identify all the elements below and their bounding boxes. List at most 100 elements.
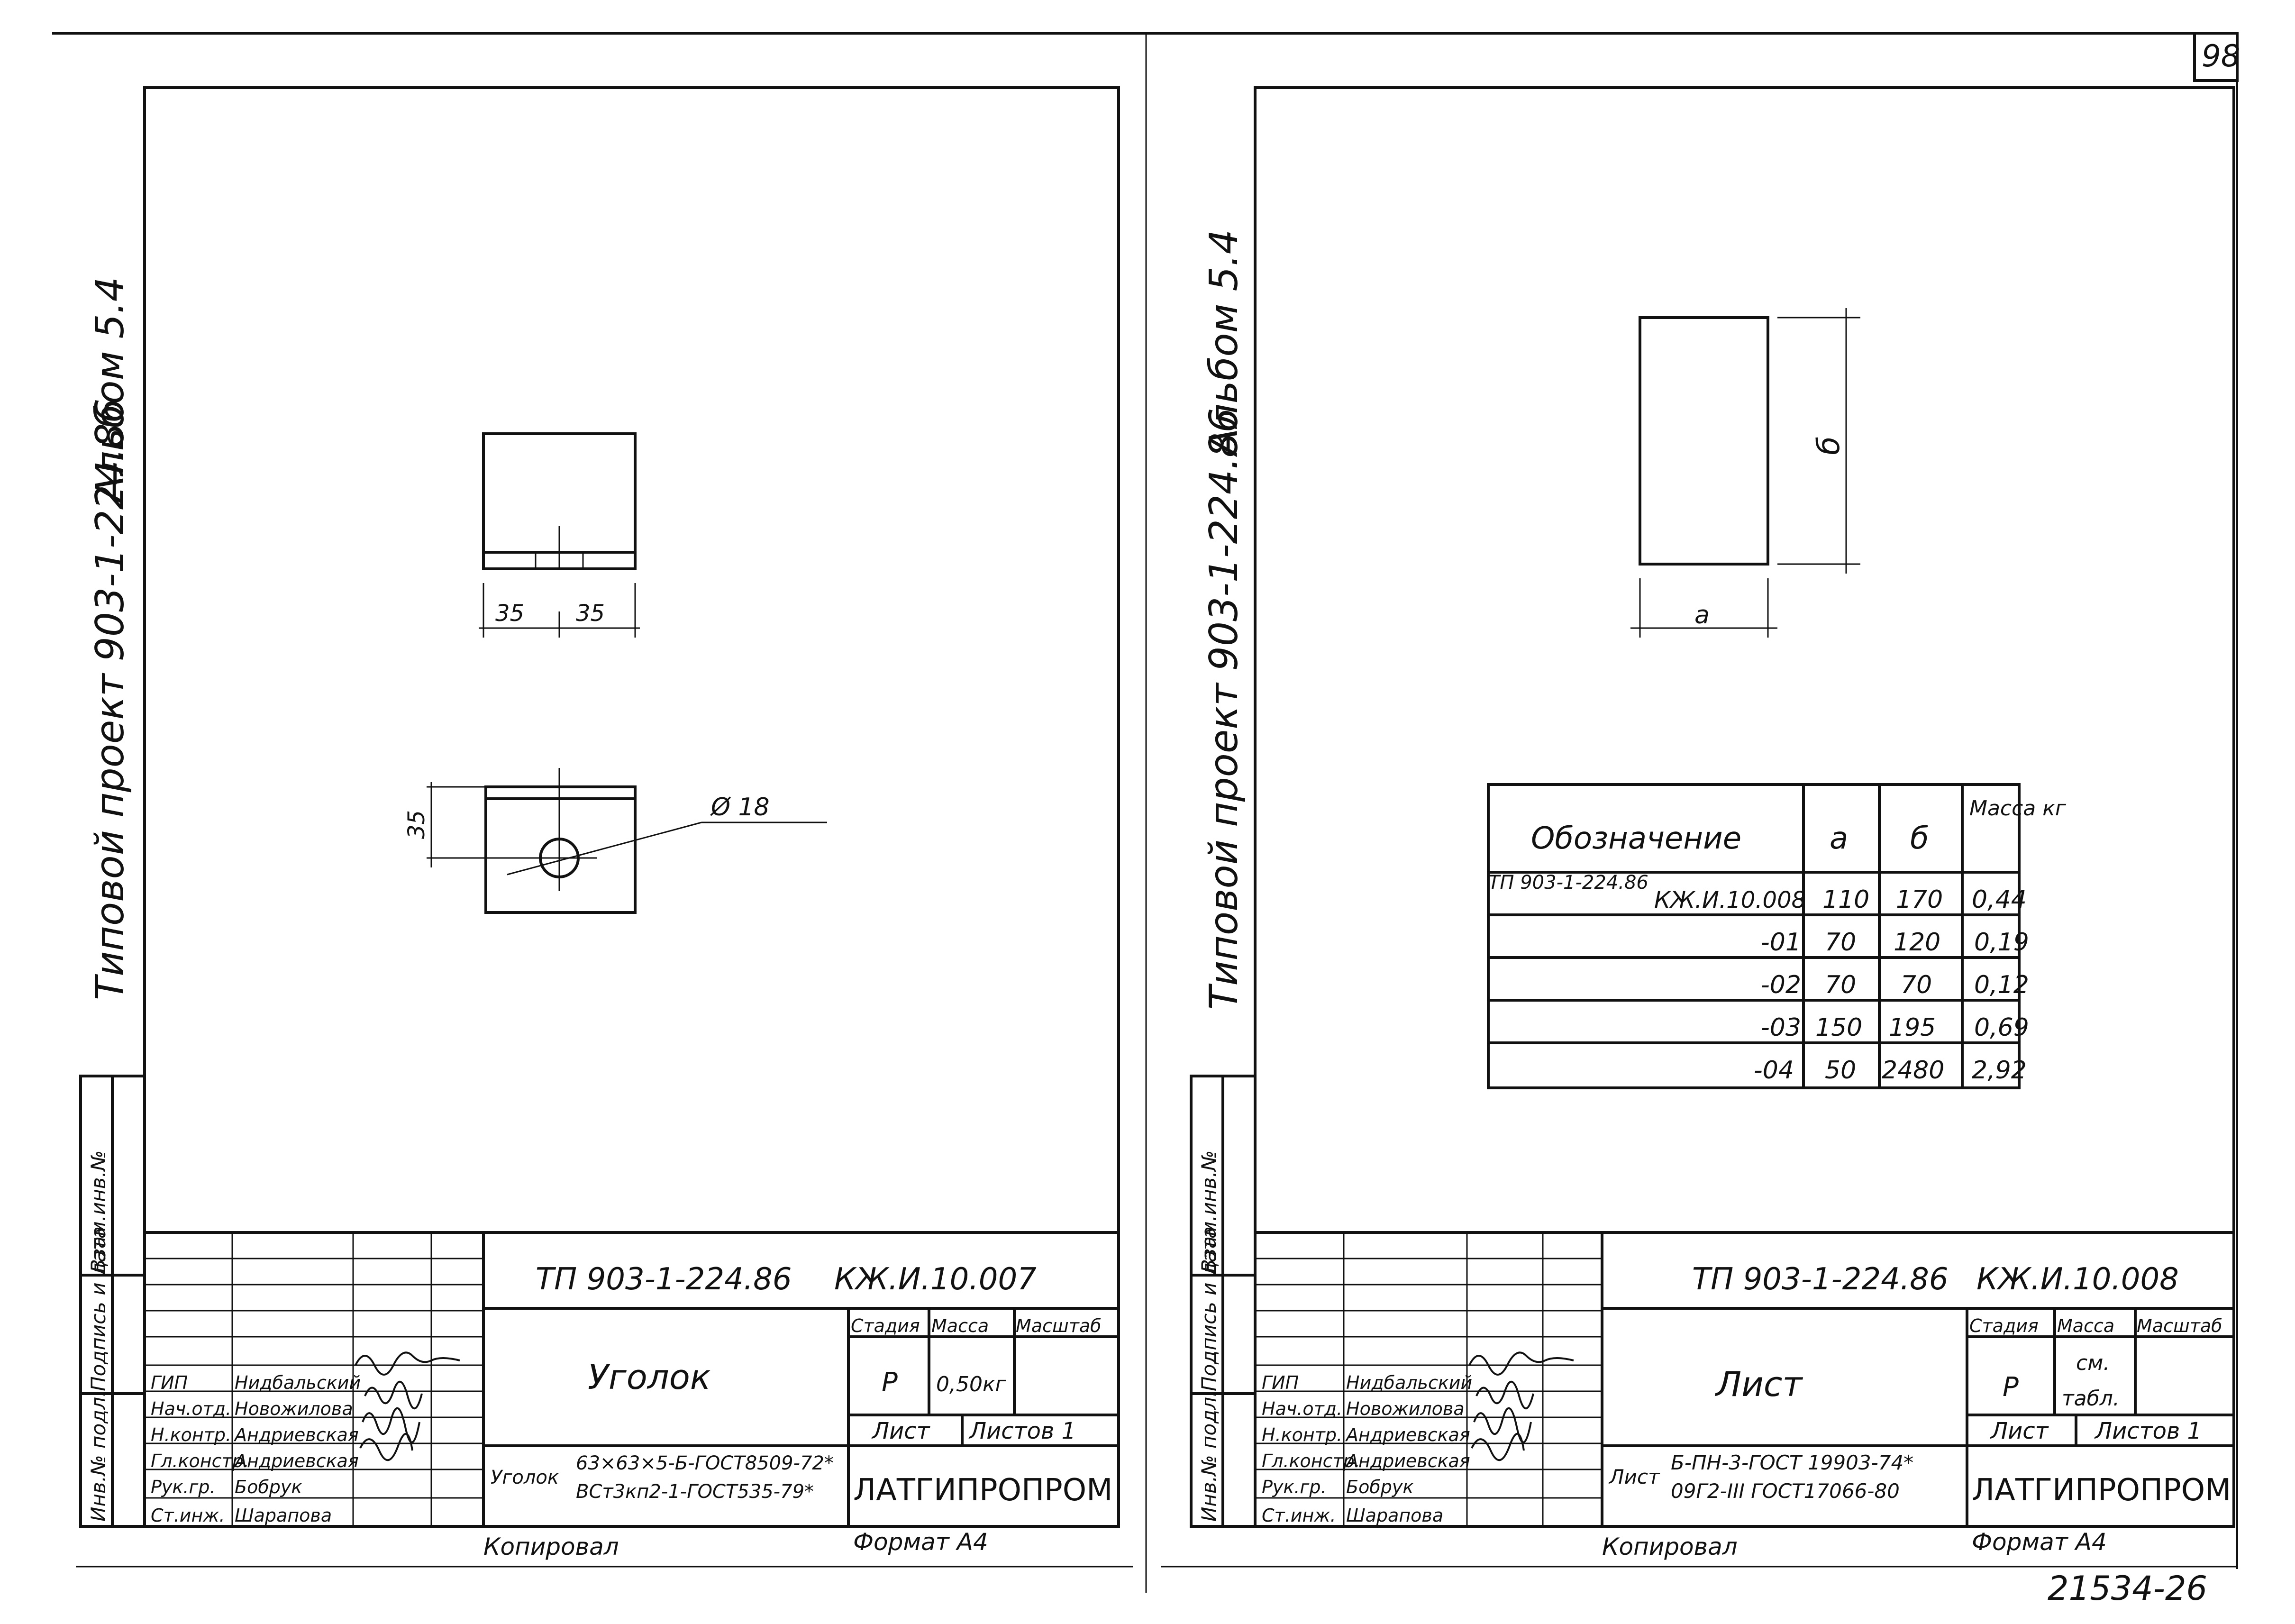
right-side-album: Альбом 5.4 (1202, 229, 1247, 457)
table-cell: 70 (1825, 971, 1856, 999)
mass-table (1487, 783, 2021, 1089)
right-mass-header: Масса (2057, 1315, 2114, 1336)
left-title: Уголок (588, 1357, 710, 1397)
right-material-top: Б-ПН-3-ГОСТ 19903-74* (1671, 1451, 1913, 1474)
left-name-5: Шарапова (235, 1505, 332, 1526)
right-role-5: Ст.инж. (1262, 1505, 1336, 1526)
right-role-0: ГИП (1262, 1372, 1299, 1393)
right-sheets-header: Листов 1 (2094, 1418, 2202, 1444)
left-doc-code: ТП 903-1-224.86 (536, 1262, 792, 1297)
table-header-mass: Масса кг (1969, 796, 2067, 821)
left-frame (143, 86, 1120, 1528)
right-mark: КЖ.И.10.008 (1976, 1262, 2179, 1297)
table-cell: 120 (1894, 928, 1940, 957)
right-scale-header: Масштаб (2137, 1315, 2222, 1336)
right-name-5: Шарапова (1346, 1505, 1443, 1526)
right-name-4: Бобрук (1346, 1477, 1413, 1497)
right-material-bottom: 09Г2-III ГОСТ17066-80 (1671, 1479, 1900, 1503)
left-mass: 0,50кг (936, 1372, 1007, 1396)
left-sheets-header: Листов 1 (968, 1418, 1076, 1444)
right-format: Формат А4 (1972, 1528, 2107, 1556)
signatures (355, 1351, 1574, 1461)
left-role-2: Н.контр. (151, 1424, 231, 1445)
left-role-1: Нач.отд. (151, 1398, 231, 1419)
right-side-label-2: Подпись и дата (1197, 1226, 1220, 1391)
archive-number: 21534-26 (2048, 1569, 2207, 1608)
left-role-5: Ст.инж. (151, 1505, 225, 1526)
table-cell: КЖ.И.10.008 (1654, 887, 1806, 913)
right-frame (1254, 86, 2235, 1528)
left-scale-header: Масштаб (1016, 1315, 1102, 1336)
right-side-label-1: Инв.№ подл. (1197, 1391, 1220, 1522)
table-header-a: а (1830, 821, 1848, 856)
right-mass-2: табл. (2062, 1387, 2120, 1411)
left-sheet-header: Лист (871, 1418, 931, 1444)
table-cell: 0,44 (1972, 885, 2027, 914)
left-name-1: Новожилова (235, 1398, 353, 1419)
table-rows: КЖ.И.10.008 110 170 0,44 -01 70 120 0,19… (1654, 885, 2029, 1085)
left-copied: Копировал (483, 1533, 619, 1560)
left-side-album: Альбом 5.4 (88, 277, 133, 505)
right-copied: Копировал (1602, 1533, 1738, 1560)
right-role-1: Нач.отд. (1262, 1398, 1342, 1419)
right-side-project: Типовой проект 903-1-224.86 (1202, 408, 1247, 1010)
table-cell: 2,92 (1972, 1056, 2027, 1085)
left-dim-vertical: 35 (403, 810, 430, 839)
left-hole-label: Ø 18 (710, 793, 770, 821)
table-cell: 70 (1825, 928, 1856, 957)
table-cell: 150 (1815, 1013, 1862, 1042)
table-cell: 170 (1896, 885, 1943, 914)
left-role-4: Рук.гр. (151, 1477, 216, 1497)
left-stage-header: Стадия (851, 1315, 920, 1336)
table-header-b: б (1910, 821, 1929, 856)
plate-view (1639, 316, 1769, 566)
right-title: Лист (1714, 1364, 1803, 1404)
table-cell: 70 (1901, 971, 1932, 999)
right-name-2: Андриевская (1345, 1424, 1470, 1445)
right-sheet-header: Лист (1990, 1418, 2049, 1444)
right-dim-b: б (1812, 437, 1847, 455)
table-prefix: ТП 903-1-224.86 (1488, 872, 1648, 894)
left-role-3: Гл.констр. (151, 1451, 249, 1471)
table-cell: 50 (1825, 1056, 1856, 1085)
table-cell: 2480 (1882, 1056, 1944, 1085)
table-cell: -04 (1754, 1056, 1794, 1085)
right-name-0: Нидбальский (1346, 1372, 1472, 1393)
left-dim-left: 35 (495, 600, 524, 627)
right-doc-code: ТП 903-1-224.86 (1692, 1262, 1949, 1297)
angle-front-view (484, 785, 637, 914)
left-side-project: Типовой проект 903-1-224.86 (88, 399, 133, 1000)
left-mark: КЖ.И.10.007 (834, 1262, 1037, 1297)
right-stage-header: Стадия (1969, 1315, 2039, 1336)
right-mass-1: см. (2076, 1351, 2110, 1375)
right-name-3: Андриевская (1345, 1451, 1470, 1471)
left-material-prefix: Уголок (491, 1467, 559, 1488)
right-stage: Р (2003, 1372, 2019, 1403)
right-name-1: Новожилова (1346, 1398, 1465, 1419)
left-side-label-1: Инв.№ подл. (87, 1391, 110, 1522)
right-role-3: Гл.констр. (1262, 1451, 1360, 1471)
left-name-0: Нидбальский (235, 1372, 361, 1393)
table-cell: -01 (1761, 928, 1801, 957)
left-side-label-2: Подпись и дата (87, 1226, 110, 1391)
table-cell: 0,12 (1974, 971, 2029, 999)
right-org: ЛАТГИПРОПРОМ (1972, 1473, 2231, 1508)
table-cell: -02 (1761, 971, 1801, 999)
right-side-label-3: Взам.инв.№ (1197, 1150, 1220, 1273)
left-material-top: 63×63×5-Б-ГОСТ8509-72* (576, 1452, 834, 1474)
left-side-label-3: Взам.инв.№ (87, 1150, 110, 1273)
left-role-0: ГИП (151, 1372, 188, 1393)
left-org: ЛАТГИПРОПРОМ (853, 1473, 1112, 1508)
left-format: Формат А4 (853, 1528, 988, 1556)
table-header-designation: Обозначение (1531, 821, 1741, 856)
left-material-bottom: ВСт3кп2-1-ГОСТ535-79* (576, 1481, 814, 1503)
left-name-3: Андриевская (233, 1451, 359, 1471)
table-cell: 0,19 (1974, 928, 2029, 957)
left-dim-right: 35 (576, 600, 605, 627)
right-dim-a: а (1694, 601, 1710, 630)
table-cell: 0,69 (1974, 1013, 2029, 1042)
right-role-2: Н.контр. (1262, 1424, 1342, 1445)
table-cell: 110 (1822, 885, 1869, 914)
left-stage: Р (882, 1367, 898, 1398)
